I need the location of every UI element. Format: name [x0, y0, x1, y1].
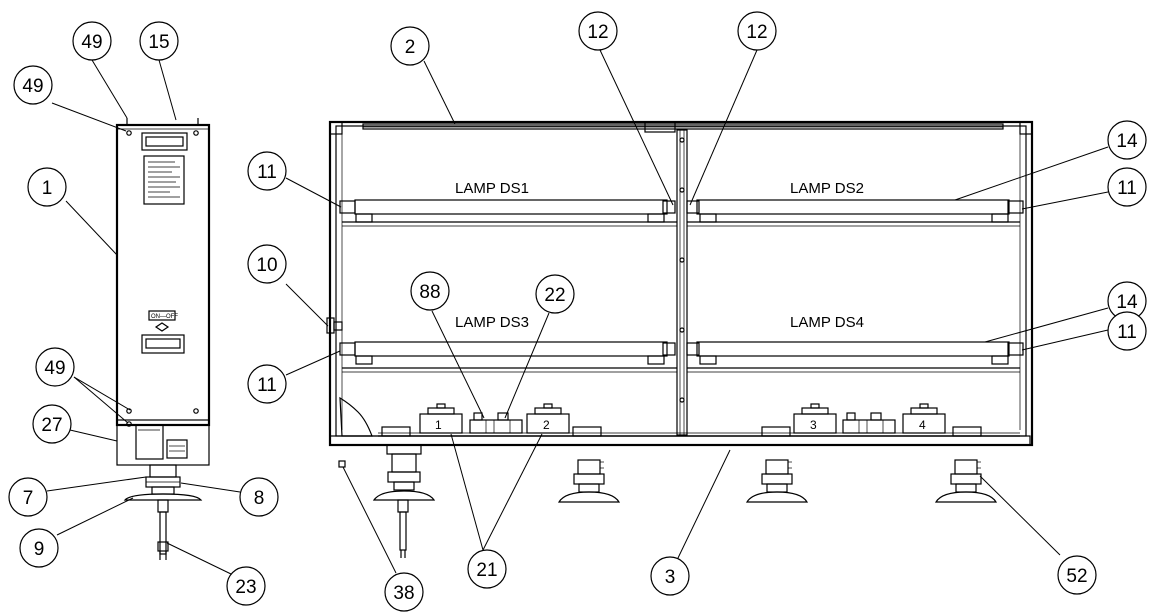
side-nameplate [143, 155, 185, 205]
svg-text:11: 11 [1117, 322, 1137, 343]
terminal-block-right [842, 412, 896, 434]
callout-11-ul: 11 [247, 151, 287, 191]
callout-49-top-b: 49 [13, 65, 53, 105]
svg-text:3: 3 [665, 567, 676, 588]
ground-lug [338, 460, 346, 468]
side-view: ON—OFF [115, 118, 211, 560]
svg-text:2: 2 [405, 37, 416, 58]
callout-88: 88 [410, 271, 450, 311]
callout-21: 21 [467, 549, 507, 589]
callout-22: 22 [535, 274, 575, 314]
callout-3: 3 [650, 556, 690, 596]
foot-4 [934, 459, 998, 503]
terminal-block-left [469, 412, 523, 434]
svg-text:21: 21 [476, 560, 497, 581]
lamp-ds2-label: LAMP DS2 [790, 180, 864, 197]
foot-2 [557, 459, 621, 503]
leader-lines [46, 49, 1109, 575]
callout-49-lower: 49 [35, 347, 75, 387]
side-cabinet-body [115, 123, 211, 427]
module-2-number: 2 [543, 418, 550, 432]
svg-text:23: 23 [235, 577, 256, 598]
module-3: 3 [793, 403, 837, 434]
callout-8: 8 [239, 477, 279, 517]
module-2: 2 [526, 403, 570, 434]
callout-11-lr: 11 [1107, 311, 1147, 351]
svg-text:11: 11 [1117, 178, 1137, 199]
svg-text:27: 27 [41, 415, 62, 436]
side-top-label-plate [141, 132, 188, 151]
module-3-number: 3 [810, 418, 817, 432]
callout-12-left: 12 [578, 11, 618, 51]
side-leveler-stem [149, 464, 177, 478]
callout-38: 38 [384, 572, 424, 612]
callout-15: 15 [139, 21, 179, 61]
svg-text:15: 15 [148, 32, 169, 53]
svg-text:11: 11 [257, 162, 277, 183]
side-lower-label-plate [141, 334, 185, 354]
svg-text:11: 11 [257, 375, 277, 396]
svg-text:88: 88 [419, 282, 440, 303]
callout-49-top-a: 49 [72, 21, 112, 61]
svg-text:14: 14 [1116, 131, 1138, 152]
lamp-ds2: LAMP DS2 [686, 180, 1024, 223]
lamp-ds1-label: LAMP DS1 [455, 180, 529, 197]
callout-7: 7 [8, 477, 48, 517]
callout-2: 2 [390, 26, 430, 66]
module-1-number: 1 [435, 418, 442, 432]
lamp-ds4-label: LAMP DS4 [790, 314, 864, 331]
callout-11-ll: 11 [247, 364, 287, 404]
side-power-cord [157, 499, 169, 513]
callout-9: 9 [19, 528, 59, 568]
svg-text:1: 1 [42, 178, 53, 199]
svg-text:38: 38 [393, 583, 414, 604]
lamp-ds3-label: LAMP DS3 [455, 314, 529, 331]
foot-1 [372, 444, 436, 558]
center-mullion [676, 129, 688, 436]
callout-23: 23 [226, 566, 266, 606]
module-1: 1 [419, 403, 463, 434]
svg-text:7: 7 [23, 488, 34, 509]
svg-text:9: 9 [34, 539, 45, 560]
svg-text:12: 12 [587, 22, 608, 43]
lamp-ds3: LAMP DS3 [339, 314, 676, 365]
svg-text:49: 49 [22, 76, 43, 97]
lamp-ds1: LAMP DS1 [339, 180, 676, 223]
svg-text:49: 49 [81, 32, 102, 53]
callout-14-upper: 14 [1107, 120, 1147, 160]
svg-text:22: 22 [544, 285, 565, 306]
module-4: 4 [902, 403, 946, 434]
svg-text:8: 8 [254, 488, 265, 509]
side-base-plate [135, 424, 164, 460]
foot-3 [745, 459, 809, 503]
svg-text:10: 10 [256, 255, 277, 276]
svg-text:14: 14 [1116, 292, 1138, 313]
cutaway-break [339, 396, 373, 437]
callout-52: 52 [1057, 555, 1097, 595]
svg-text:12: 12 [746, 22, 767, 43]
module-4-number: 4 [919, 418, 926, 432]
on-off-label: ON—OFF [151, 314, 178, 320]
top-rail [362, 123, 1004, 130]
callout-14-lower: 14 [1107, 281, 1147, 321]
callout-1: 1 [27, 167, 67, 207]
lamp-ds4: LAMP DS4 [686, 314, 1024, 365]
callout-27: 27 [32, 404, 72, 444]
side-leveler-foot [123, 493, 203, 501]
power-switch-icon [154, 322, 170, 332]
front-view: LAMP DS1 LAMP DS2 LAMP DS3 LAMP DS4 [326, 120, 1034, 558]
callout-11-ur: 11 [1107, 167, 1147, 207]
svg-text:52: 52 [1066, 566, 1087, 587]
on-off-label-box [148, 310, 176, 321]
callout-12-right: 12 [737, 11, 777, 51]
svg-text:49: 49 [44, 358, 65, 379]
callout-10: 10 [247, 244, 287, 284]
